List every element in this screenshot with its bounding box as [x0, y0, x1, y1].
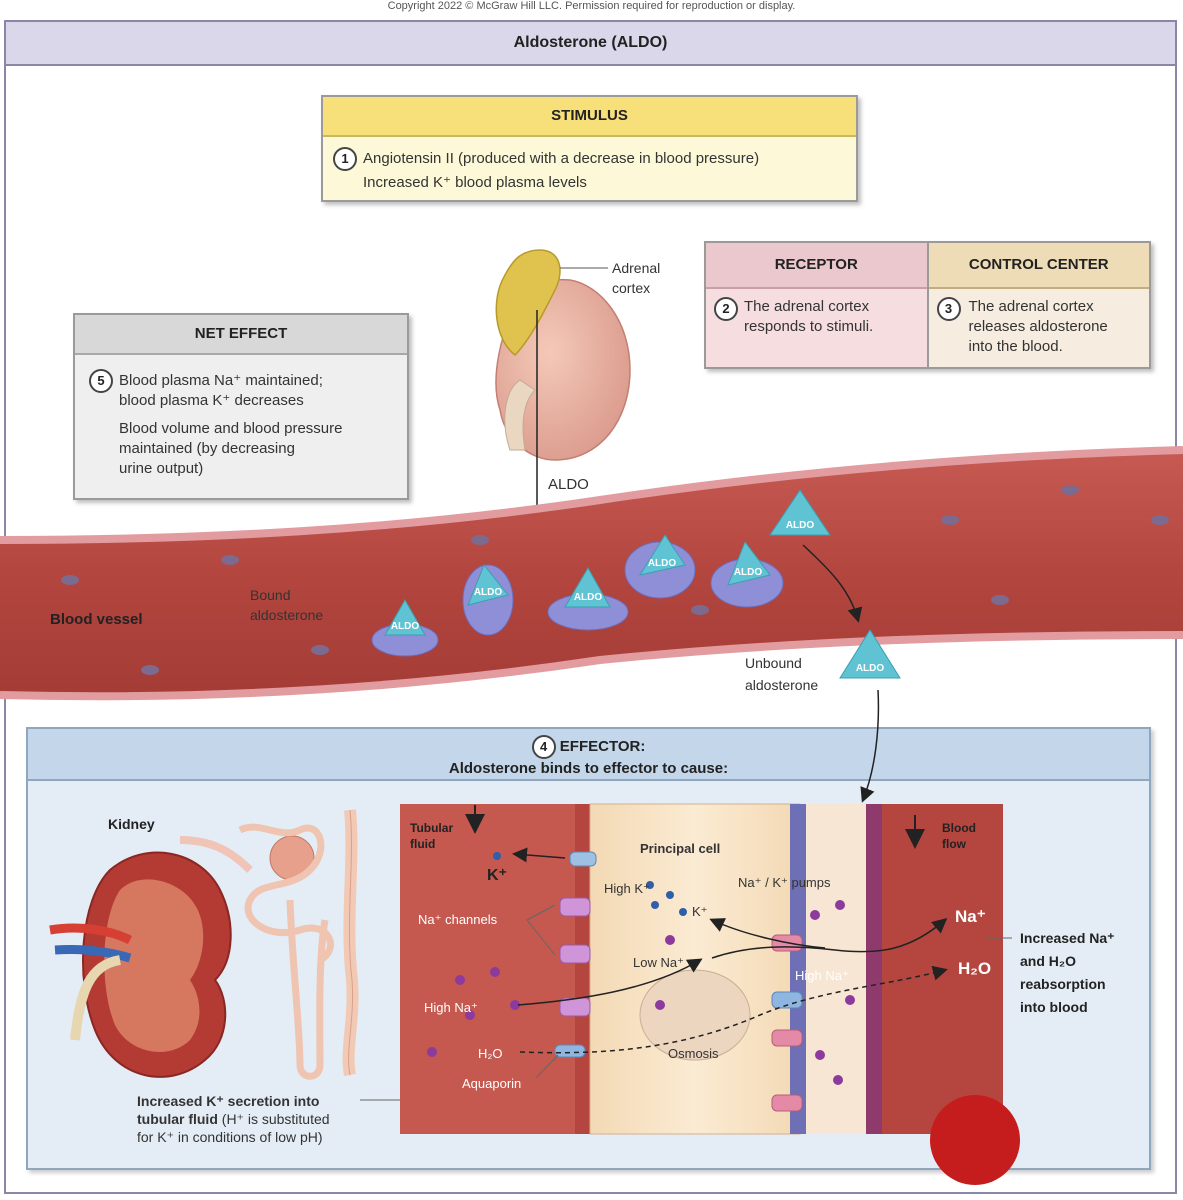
step-number-5: 5 [89, 369, 113, 393]
adrenal-label-line-2: cortex [612, 280, 650, 296]
unbound-aldosterone: ALDO [839, 629, 901, 679]
high-na-right-label: High Na⁺ [795, 968, 849, 983]
na-channels-label: Na⁺ channels [418, 912, 498, 927]
k-secretion-line-2: tubular fluid [137, 1111, 218, 1127]
net-effect-box: NET EFFECT 5 Blood plasma Na⁺ maintained… [73, 313, 409, 500]
increased-label-line-1: Increased Na⁺ [1020, 930, 1115, 946]
stimulus-header: STIMULUS [323, 97, 856, 137]
low-na-label: Low Na⁺ [633, 955, 684, 970]
step-number-2: 2 [714, 297, 738, 321]
h2o-in-label: H₂O [478, 1046, 503, 1061]
unbound-label-line-1: Unbound [745, 655, 802, 671]
copyright-text: Copyright 2022 © McGraw Hill LLC. Permis… [387, 0, 796, 12]
receptor-line-2: responds to stimuli. [744, 318, 874, 335]
free-aldosterone-1: ALDO [769, 489, 831, 536]
stimulus-line-2: Increased K⁺ blood plasma levels [363, 174, 587, 191]
blood-flow-label-1: Blood [942, 821, 976, 835]
net-effect-line-5: urine output) [119, 460, 204, 477]
unbound-label-line-2: aldosterone [745, 677, 818, 693]
unbind-arrow [802, 544, 863, 623]
bound-aldosterone-5: ALDO [710, 540, 784, 608]
control-center-line-3: into the blood. [968, 338, 1063, 355]
bound-label-line-2: aldosterone [250, 607, 323, 623]
control-center-line-1: The adrenal cortex [968, 298, 1094, 315]
control-center-header: CONTROL CENTER [928, 243, 1149, 289]
nephron-illustration [238, 809, 359, 1080]
k-secretion-line-3: (H⁺ is substituted [217, 1111, 330, 1127]
aldo-marker-2: ALDO [474, 587, 503, 598]
k-secretion-caption: Increased K⁺ secretion into tubular flui… [137, 1092, 330, 1146]
k-secretion-line-2-wrap: tubular fluid (H⁺ is substituted [137, 1110, 330, 1128]
k-secretion-line-4: for K⁺ in conditions of low pH) [137, 1129, 323, 1145]
step-number-3: 3 [936, 297, 961, 321]
stimulus-line-1: Angiotensin II (produced with a decrease… [363, 150, 760, 167]
blood-vessel [0, 446, 1183, 701]
control-center-line-2: releases aldosterone [968, 318, 1108, 335]
kidney-label: Kidney [108, 816, 155, 832]
effector-header: 4 EFFECTOR: Aldosterone binds to effecto… [28, 729, 1149, 781]
h2o-out-label: H₂O [958, 959, 991, 978]
aquaporin-label: Aquaporin [462, 1076, 521, 1091]
bound-aldosterone-1: ALDO [371, 598, 439, 657]
effector-subtitle: Aldosterone binds to effector to cause: [448, 760, 729, 777]
bound-aldosterone-2: ALDO [462, 564, 514, 636]
control-center-column: CONTROL CENTER 3 The adrenal cortex rele… [928, 243, 1149, 367]
net-effect-line-3: Blood volume and blood pressure [119, 420, 343, 437]
aldo-marker-6: ALDO [786, 520, 815, 531]
net-effect-line-2: blood plasma K⁺ decreases [119, 392, 304, 409]
high-na-left-label: High Na⁺ [424, 1000, 478, 1015]
effector-title: EFFECTOR: [559, 738, 646, 755]
aldo-marker-4: ALDO [648, 558, 677, 569]
aldo-marker-1: ALDO [391, 621, 420, 632]
receptor-column: RECEPTOR 2 The adrenal cortex responds t… [706, 243, 929, 367]
aldo-marker-5: ALDO [734, 567, 763, 578]
kidney-adrenal-illustration [495, 249, 631, 461]
tubular-fluid-label-2: fluid [410, 837, 435, 851]
step-number-4: 4 [531, 735, 556, 759]
aldo-release-label: ALDO [548, 476, 589, 493]
increased-label-line-2: and H₂O [1020, 953, 1076, 969]
increased-label-line-3: reabsorption [1020, 976, 1106, 992]
net-effect-header: NET EFFECT [75, 315, 407, 355]
receptor-control-box: RECEPTOR 2 The adrenal cortex responds t… [704, 241, 1151, 369]
effector-arrow [860, 689, 880, 803]
principal-cell-closeup [400, 803, 1020, 1185]
kidney-illustration [49, 836, 253, 1078]
na-k-pumps-label: Na⁺ / K⁺ pumps [738, 875, 831, 890]
tubular-fluid-label-1: Tubular [410, 821, 453, 835]
figure-title: Aldosterone (ALDO) [6, 22, 1175, 66]
net-effect-line-4: maintained (by decreasing [119, 440, 295, 457]
k-secretion-line-1: Increased K⁺ secretion into [137, 1093, 320, 1109]
high-k-label: High K⁺ [604, 881, 650, 896]
k-plus-out-label: K⁺ [487, 867, 507, 884]
blood-vessel-label: Blood vessel [50, 611, 143, 628]
adrenal-label-line-1: Adrenal [612, 260, 660, 276]
net-effect-line-1: Blood plasma Na⁺ maintained; [119, 372, 323, 389]
step-number-1: 1 [333, 147, 357, 171]
receptor-line-1: The adrenal cortex [744, 298, 870, 315]
aldo-marker-3: ALDO [574, 592, 603, 603]
receptor-header: RECEPTOR [706, 243, 927, 289]
bound-aldosterone-3: ALDO [547, 566, 629, 631]
blood-flow-label-2: flow [942, 837, 967, 851]
stimulus-box: STIMULUS 1 Angiotensin II (produced with… [321, 95, 858, 202]
bound-aldosterone-4: ALDO [624, 534, 696, 599]
k-inner-label: K⁺ [692, 904, 708, 919]
aldo-marker-7: ALDO [856, 663, 885, 674]
increased-label-line-4: into blood [1020, 999, 1088, 1015]
na-plus-out-label: Na⁺ [955, 907, 986, 926]
principal-cell-label: Principal cell [640, 841, 720, 856]
osmosis-label: Osmosis [668, 1046, 719, 1061]
bound-label-line-1: Bound [250, 587, 290, 603]
